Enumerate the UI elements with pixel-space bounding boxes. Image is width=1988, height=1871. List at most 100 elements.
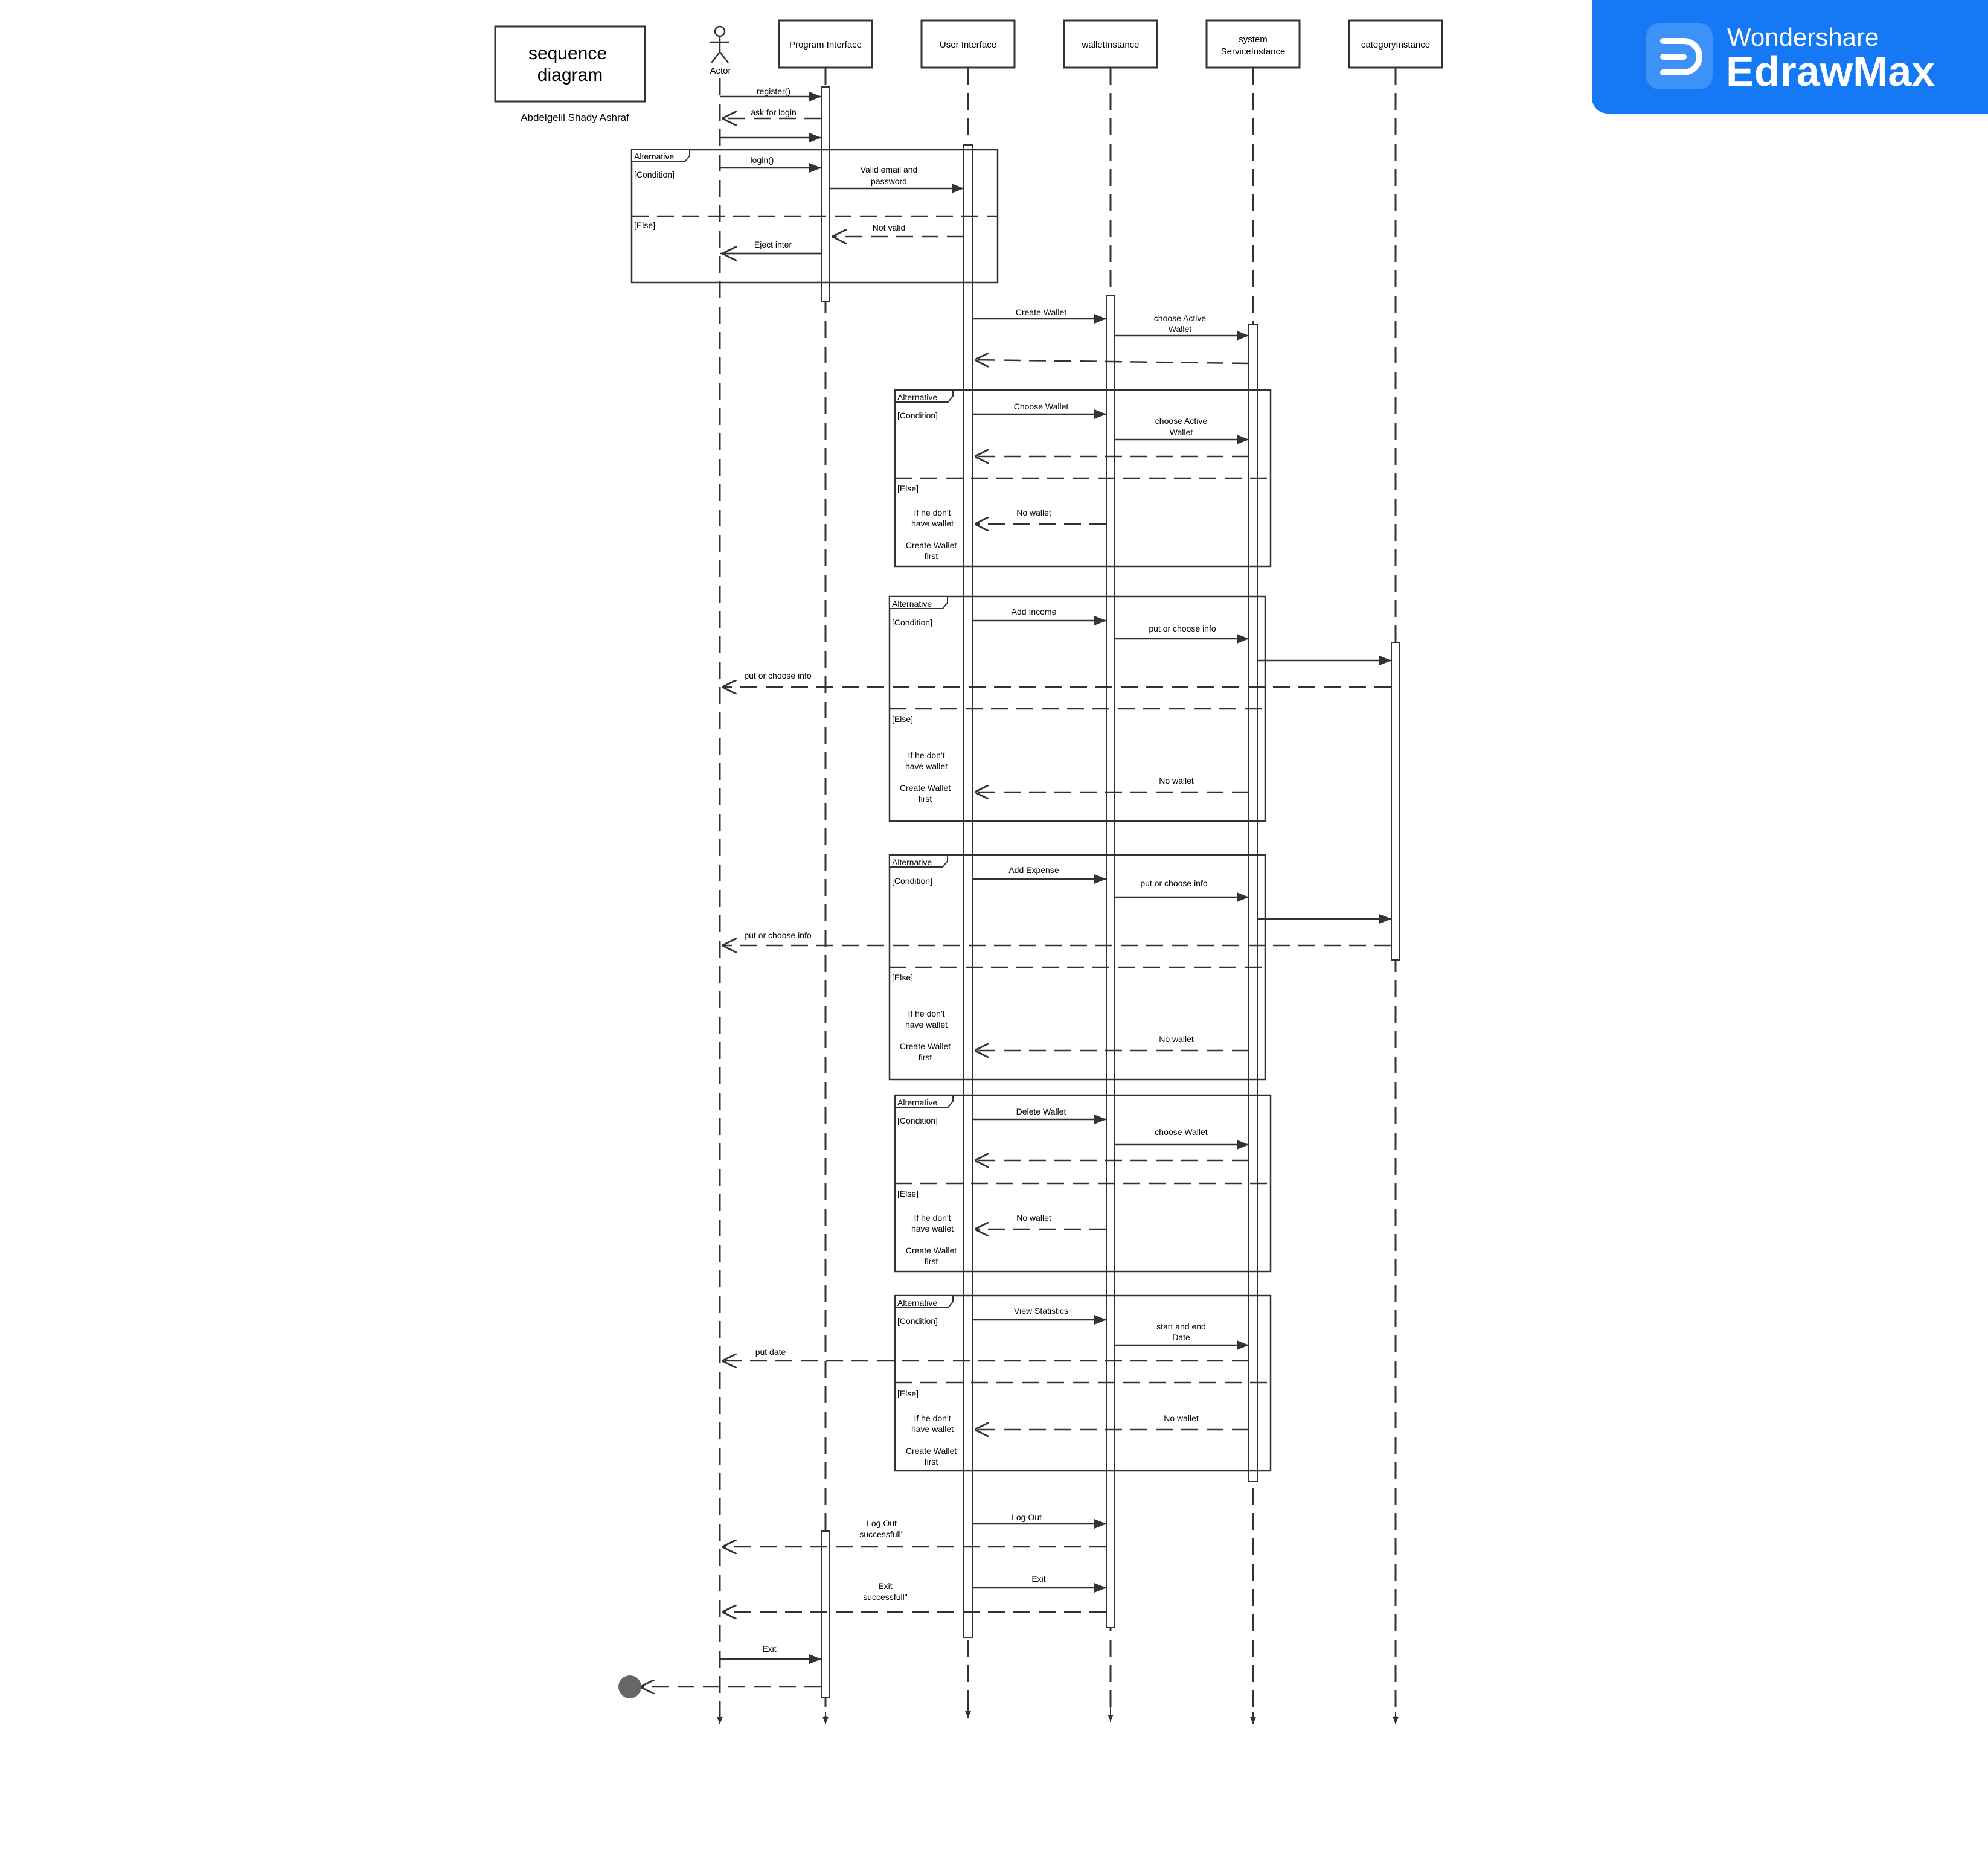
title-box[interactable] bbox=[494, 25, 646, 103]
label-choose-wallet: Choose Wallet bbox=[1014, 401, 1069, 411]
alt-else-5: [Else] bbox=[897, 1189, 919, 1198]
title-line-2: diagram bbox=[537, 65, 603, 85]
label-put-date: put date bbox=[755, 1347, 786, 1357]
label-choose-active-wallet-4: Wallet bbox=[1170, 427, 1193, 437]
label-no-wallet-2: No wallet bbox=[1159, 776, 1194, 785]
label-no-wallet-3: No wallet bbox=[1159, 1034, 1194, 1044]
alt-condition-4: [Condition] bbox=[892, 876, 932, 886]
alt-else-1: [Else] bbox=[634, 220, 655, 230]
actor-figure[interactable] bbox=[710, 25, 729, 63]
alt-condition-5: [Condition] bbox=[897, 1116, 938, 1125]
label-put-info-expense: put or choose info bbox=[1140, 878, 1208, 888]
label-log-out: Log Out bbox=[1012, 1512, 1042, 1522]
label-exit-success-2: successfull" bbox=[863, 1592, 907, 1602]
user-interface-box[interactable] bbox=[920, 19, 1016, 69]
alt-tab-3 bbox=[889, 596, 948, 609]
alt-operator-5: Alternative bbox=[897, 1098, 937, 1107]
system-service-label-2: ServiceInstance bbox=[1221, 46, 1286, 57]
label-choose-active-wallet-2: Wallet bbox=[1169, 324, 1191, 334]
brand-line-2: EdrawMax bbox=[1726, 48, 1935, 95]
program-activation-2[interactable] bbox=[821, 1530, 830, 1698]
label-put-info-return-1: put or choose info bbox=[744, 671, 812, 680]
wallet-instance-activation[interactable] bbox=[1106, 295, 1115, 1628]
label-delete-wallet: Delete Wallet bbox=[1016, 1107, 1066, 1116]
label-exit-wallet: Exit bbox=[1031, 1574, 1045, 1584]
label-choose-wallet-delete: choose Wallet bbox=[1155, 1127, 1208, 1137]
note-create-first-1b: first bbox=[925, 551, 938, 561]
wallet-instance-box[interactable] bbox=[1063, 19, 1158, 69]
label-view-statistics: View Statistics bbox=[1014, 1306, 1068, 1316]
actor-label: Actor bbox=[710, 66, 731, 76]
alt-operator-2: Alternative bbox=[897, 392, 937, 402]
note-create-first-4a: Create Wallet bbox=[906, 1246, 957, 1255]
edrawmax-logo-icon bbox=[1646, 23, 1713, 89]
system-service-label-1: system bbox=[1239, 34, 1268, 45]
label-add-income: Add Income bbox=[1012, 607, 1057, 616]
label-create-wallet: Create Wallet bbox=[1016, 307, 1066, 317]
label-choose-active-wallet-1: choose Active bbox=[1154, 313, 1207, 323]
alt-else-6: [Else] bbox=[897, 1389, 919, 1398]
alt-tab-6 bbox=[894, 1295, 954, 1308]
label-login: login() bbox=[751, 155, 774, 165]
note-no-wallet-3b: have wallet bbox=[905, 1020, 948, 1029]
alt-tab-5 bbox=[894, 1095, 954, 1108]
label-exit-actor: Exit bbox=[762, 1644, 776, 1654]
alt-condition-1: [Condition] bbox=[634, 170, 675, 179]
note-create-first-4b: first bbox=[925, 1256, 938, 1266]
label-not-valid: Not valid bbox=[873, 223, 905, 232]
alt-operator-4: Alternative bbox=[892, 857, 932, 867]
category-instance-box[interactable] bbox=[1348, 19, 1443, 69]
program-interface-box[interactable] bbox=[778, 19, 873, 69]
note-create-first-3a: Create Wallet bbox=[900, 1041, 951, 1051]
label-add-expense: Add Expense bbox=[1008, 865, 1059, 875]
note-no-wallet-2a: If he don't bbox=[908, 750, 944, 760]
alt-else-3: [Else] bbox=[892, 714, 913, 724]
note-create-first-5b: first bbox=[925, 1457, 938, 1466]
label-ask-for-login: ask for login bbox=[751, 107, 796, 117]
note-create-first-1a: Create Wallet bbox=[906, 540, 957, 550]
system-service-activation[interactable] bbox=[1248, 324, 1258, 1482]
user-interface-label: User Interface bbox=[940, 40, 996, 50]
label-no-wallet-5: No wallet bbox=[1164, 1413, 1199, 1423]
note-no-wallet-4b: have wallet bbox=[911, 1224, 954, 1233]
label-eject-inter: Eject inter bbox=[754, 240, 792, 249]
wallet-instance-label: walletInstance bbox=[1081, 40, 1139, 50]
label-valid-email-1: Valid email and bbox=[861, 165, 918, 174]
category-instance-label: categoryInstance bbox=[1361, 40, 1430, 50]
brand-badge[interactable]: Wondershare EdrawMax bbox=[1592, 0, 1988, 114]
program-activation-1[interactable] bbox=[821, 86, 830, 302]
alt-tab-4 bbox=[889, 854, 948, 868]
category-instance-activation[interactable] bbox=[1391, 642, 1400, 961]
note-no-wallet-5b: have wallet bbox=[911, 1424, 954, 1434]
end-node[interactable] bbox=[618, 1675, 641, 1698]
alt-tab-2 bbox=[894, 389, 954, 403]
label-no-wallet-1: No wallet bbox=[1016, 508, 1051, 517]
system-service-instance-box[interactable] bbox=[1205, 19, 1301, 69]
note-create-first-3b: first bbox=[919, 1052, 932, 1062]
label-exit-success-1: Exit bbox=[878, 1581, 892, 1591]
note-no-wallet-5a: If he don't bbox=[914, 1413, 951, 1423]
note-no-wallet-4a: If he don't bbox=[914, 1213, 951, 1223]
alt-else-4: [Else] bbox=[892, 973, 913, 982]
alt-operator-3: Alternative bbox=[892, 599, 932, 609]
alt-else-2: [Else] bbox=[897, 484, 919, 493]
alt-operator-6: Alternative bbox=[897, 1298, 937, 1308]
title-line-1: sequence bbox=[528, 43, 607, 63]
label-put-info-income: put or choose info bbox=[1149, 624, 1216, 633]
alt-condition-2: [Condition] bbox=[897, 411, 938, 420]
label-register: register() bbox=[757, 86, 790, 96]
alt-tab-1 bbox=[631, 149, 690, 162]
alt-operator-1: Alternative bbox=[634, 152, 674, 161]
note-no-wallet-1a: If he don't bbox=[914, 508, 951, 517]
user-interface-activation[interactable] bbox=[963, 144, 973, 1638]
label-start-end-2: Date bbox=[1172, 1332, 1190, 1342]
msg-return-create-wallet-arrow[interactable] bbox=[975, 360, 1249, 363]
author-label: Abdelgelil Shady Ashraf bbox=[521, 112, 629, 123]
label-valid-email-2: password bbox=[871, 176, 907, 186]
brand-line-1: Wondershare bbox=[1727, 23, 1879, 51]
note-create-first-2a: Create Wallet bbox=[900, 783, 951, 793]
note-no-wallet-1b: have wallet bbox=[911, 519, 954, 528]
alt-condition-6: [Condition] bbox=[897, 1316, 938, 1326]
program-interface-label: Program Interface bbox=[789, 40, 862, 50]
